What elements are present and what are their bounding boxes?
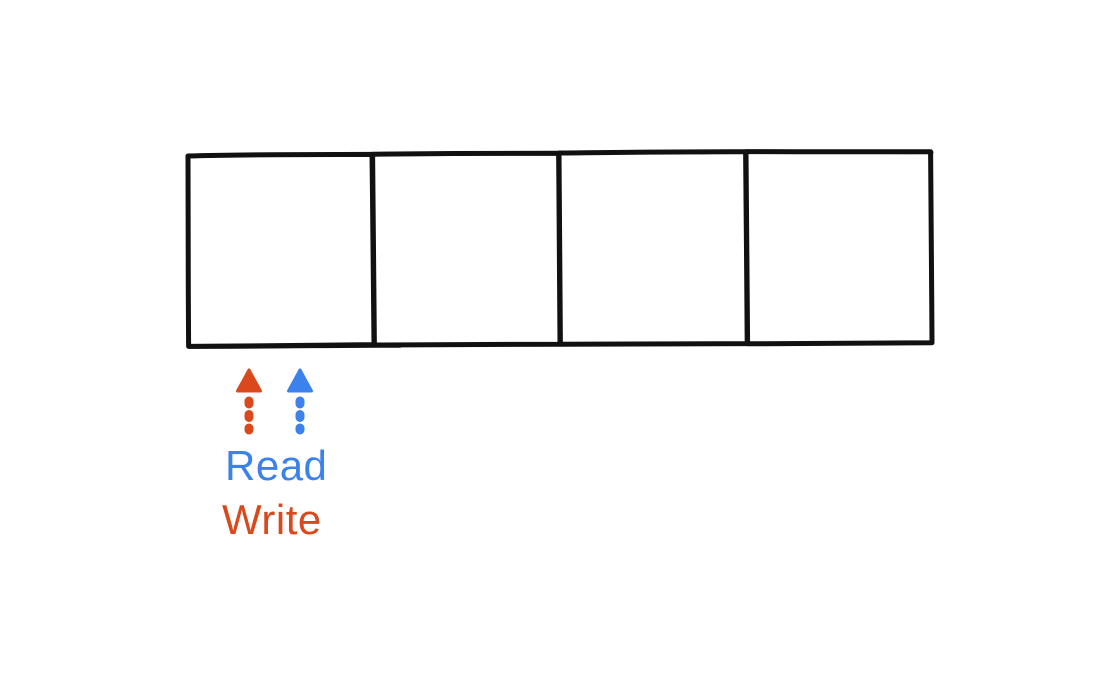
read-pointer-label: Read <box>225 442 328 489</box>
write-pointer-label: Write <box>222 496 322 543</box>
read-arrow-head-icon <box>287 368 313 393</box>
write-pointer-arrow <box>236 368 262 435</box>
buffer-cell-2 <box>370 150 563 348</box>
write-arrow-head-icon <box>236 368 262 393</box>
buffer-cell-1 <box>185 151 377 349</box>
buffer-row <box>185 149 935 349</box>
sketch-overstroke-top <box>698 150 934 155</box>
buffer-cell-3 <box>556 149 750 347</box>
read-pointer-arrow <box>287 368 313 435</box>
sketch-overstroke-bottom <box>188 344 402 349</box>
buffer-cell-4 <box>743 149 935 347</box>
